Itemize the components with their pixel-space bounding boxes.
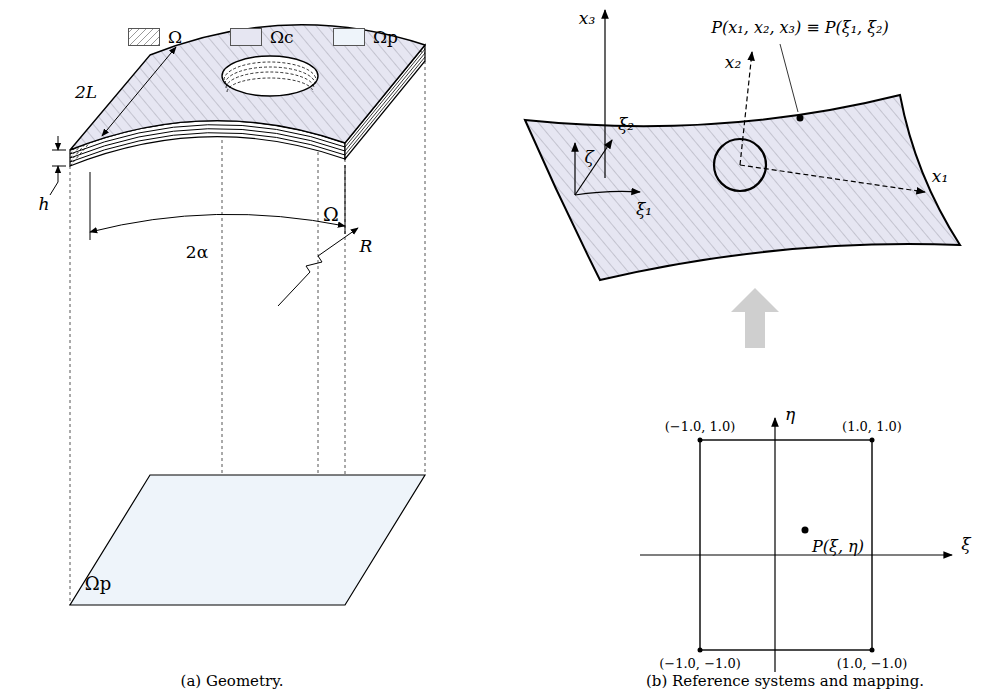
axis-label: ξ₂ <box>618 115 634 134</box>
shell-surface <box>70 25 425 150</box>
axis-xi <box>640 554 952 555</box>
axis-x3 <box>604 10 605 178</box>
axis-label: ξ₁ <box>636 200 652 219</box>
axis-label: η <box>785 405 795 424</box>
dimension-label: 2α <box>186 243 208 262</box>
legend-text: Ωc <box>270 28 294 47</box>
projection-lines <box>70 61 425 605</box>
dimension-label: h <box>39 195 50 214</box>
dimension-2l <box>102 47 176 136</box>
point-p-ref <box>802 527 809 534</box>
axis-eta <box>774 418 775 672</box>
dimension-label: R <box>360 237 373 256</box>
point-label: P(x₁, x₂, x₃) ≡ P(ξ₁, ξ₂) <box>711 19 888 37</box>
corner-label: (−1.0, 1.0) <box>665 420 736 434</box>
plane-domain <box>70 475 425 605</box>
caption: (b) Reference systems and mapping. <box>646 673 924 690</box>
domain-label: Ωp <box>85 574 111 594</box>
dimension-label: 2L <box>75 83 97 102</box>
dimension-angle <box>90 165 345 240</box>
point-label: P(ξ, η) <box>812 538 864 556</box>
corner-label: (1.0, −1.0) <box>837 657 908 671</box>
legend-text: Ω <box>168 28 182 47</box>
corner-dots <box>698 438 875 653</box>
axis-x2 <box>740 52 752 165</box>
corner-label: (−1.0, −1.0) <box>659 657 741 671</box>
axis-label: ζ <box>584 148 593 167</box>
legend-text: Ωp <box>373 28 398 47</box>
axis-x1 <box>740 165 925 192</box>
axis-label: x₁ <box>932 167 948 186</box>
hole-layers <box>224 62 316 92</box>
axis-label: ξ <box>961 535 970 554</box>
legend-swatch <box>333 28 365 46</box>
reference-square <box>700 440 872 650</box>
axis-label: x₃ <box>579 9 595 28</box>
mapping-arrow <box>731 288 779 348</box>
curved-surface <box>525 95 960 280</box>
hole <box>222 56 318 96</box>
domain-label: Ω <box>323 204 339 225</box>
legend-swatch <box>128 28 160 46</box>
dimension-h <box>50 136 66 195</box>
local-frame <box>575 140 640 195</box>
axis-label: x₂ <box>725 53 741 72</box>
radius-line <box>278 228 358 306</box>
corner-label: (1.0, 1.0) <box>842 420 902 434</box>
legend-swatch <box>230 28 262 46</box>
caption: (a) Geometry. <box>181 673 284 690</box>
point-p <box>797 115 804 122</box>
leader-line <box>780 44 798 112</box>
